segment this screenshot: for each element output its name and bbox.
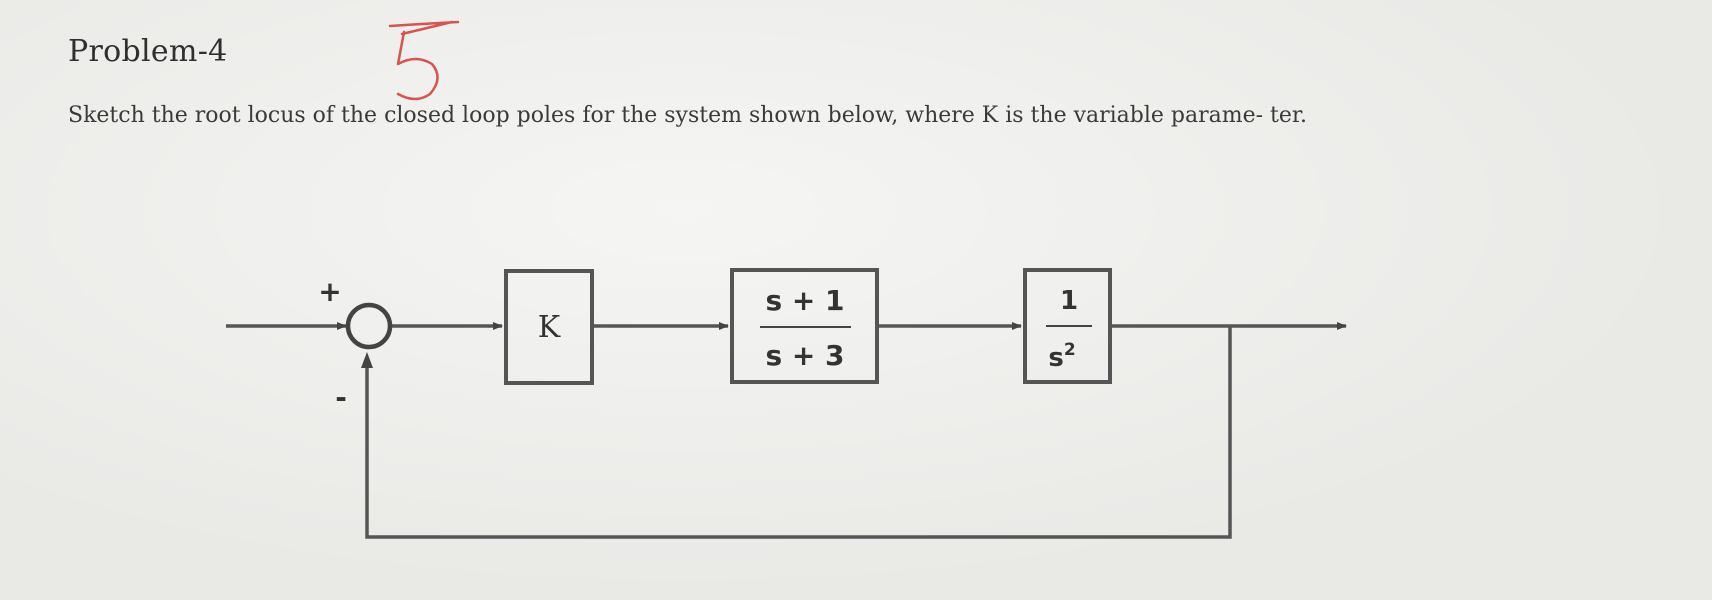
summing-plus-sign: + xyxy=(318,275,341,308)
gain-block xyxy=(504,269,594,385)
handwritten-score xyxy=(388,20,460,101)
compensator-block xyxy=(730,268,879,384)
plant-block xyxy=(1023,268,1112,384)
problem-statement: Sketch the root locus of the closed loop… xyxy=(68,103,1308,128)
plant-denominator-exponent: 2 xyxy=(1064,340,1076,360)
plant-denominator: s2 xyxy=(1048,340,1075,373)
plant-numerator: 1 xyxy=(1060,286,1078,316)
summing-junction xyxy=(345,302,393,350)
gain-block-label: K xyxy=(538,310,561,345)
compensator-numerator: s + 1 xyxy=(765,284,844,317)
plant-denominator-base: s xyxy=(1048,343,1063,373)
problem-title: Problem-4 xyxy=(68,34,228,69)
feedback-path xyxy=(365,326,1232,539)
summing-minus-sign: - xyxy=(335,381,347,414)
feedback-arrowhead xyxy=(361,352,373,368)
compensator-denominator: s + 3 xyxy=(765,339,844,372)
